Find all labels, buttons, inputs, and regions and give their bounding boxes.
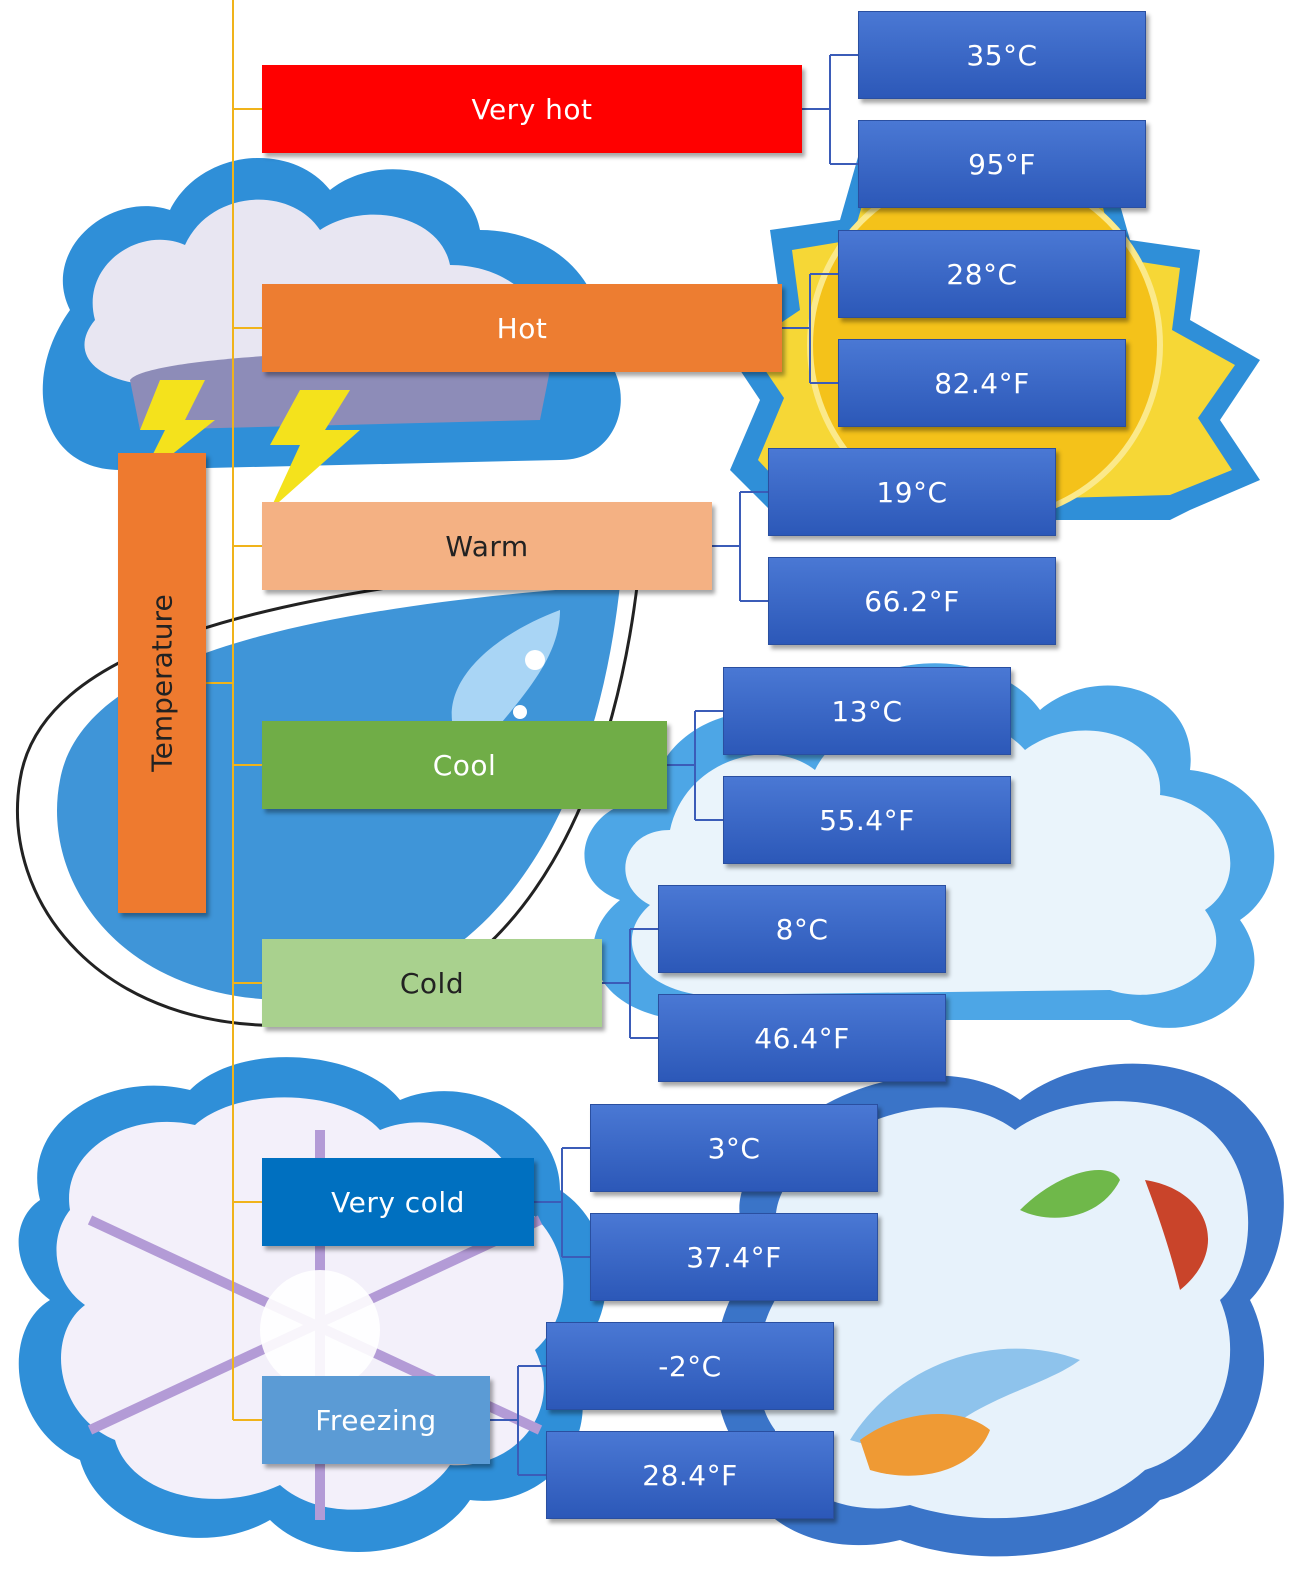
cold-fahrenheit: 46.4°F (658, 994, 946, 1082)
root-node-temperature: Temperature (118, 453, 206, 913)
warm-fahrenheit: 66.2°F (768, 557, 1056, 645)
freezing-celsius: -2°C (546, 1322, 834, 1410)
very-cold-fahrenheit: 37.4°F (590, 1213, 878, 1301)
category-very-hot: Very hot (262, 65, 802, 153)
cold-celsius: 8°C (658, 885, 946, 973)
cool-celsius: 13°C (723, 667, 1011, 755)
very-hot-celsius: 35°C (858, 11, 1146, 99)
category-cool: Cool (262, 721, 667, 809)
cool-fahrenheit: 55.4°F (723, 776, 1011, 864)
warm-celsius: 19°C (768, 448, 1056, 536)
category-freezing: Freezing (262, 1376, 490, 1464)
category-warm: Warm (262, 502, 712, 590)
category-cold: Cold (262, 939, 602, 1027)
hot-fahrenheit: 82.4°F (838, 339, 1126, 427)
very-hot-fahrenheit: 95°F (858, 120, 1146, 208)
very-cold-celsius: 3°C (590, 1104, 878, 1192)
category-hot: Hot (262, 284, 782, 372)
freezing-fahrenheit: 28.4°F (546, 1431, 834, 1519)
category-very-cold: Very cold (262, 1158, 534, 1246)
hot-celsius: 28°C (838, 230, 1126, 318)
root-label: Temperature (145, 594, 179, 772)
